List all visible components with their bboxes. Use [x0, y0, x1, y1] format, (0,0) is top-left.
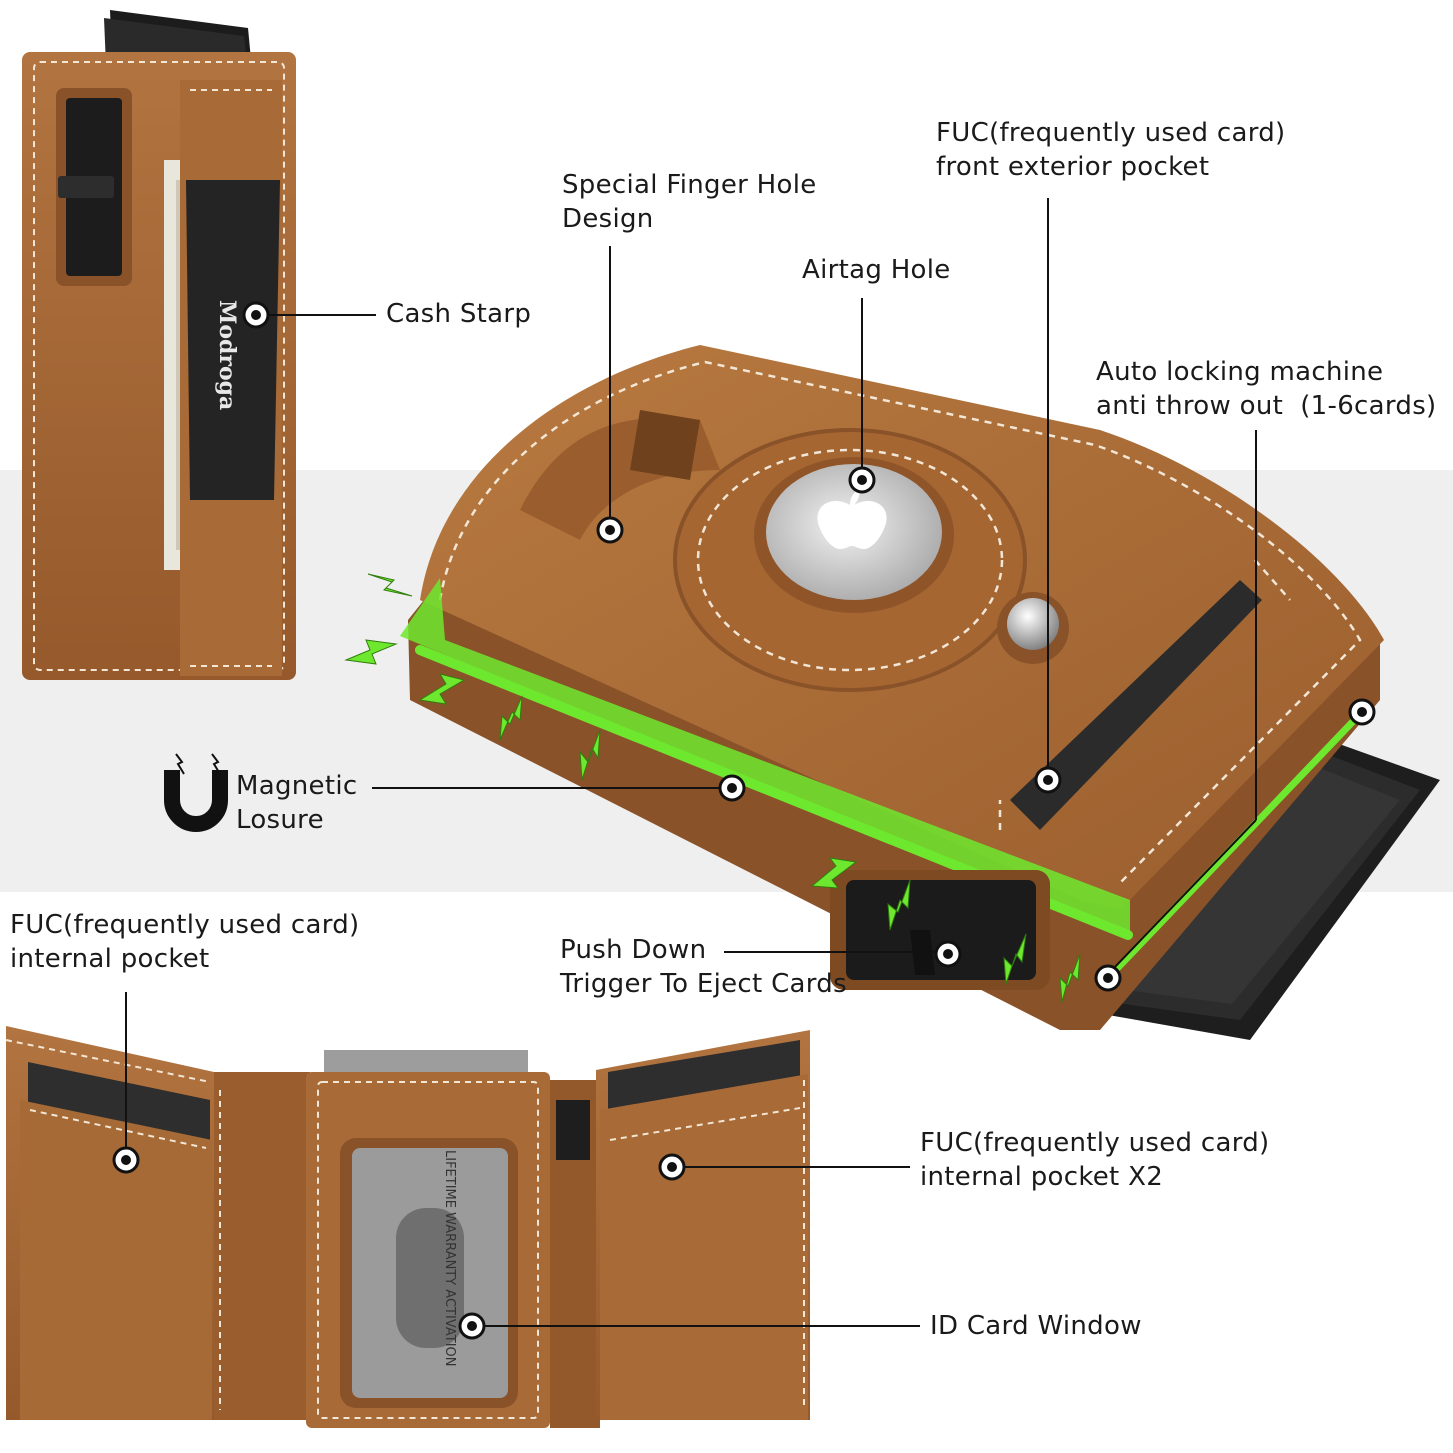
leader-lines — [125, 198, 1257, 1327]
label-auto-lock: Auto locking machine anti throw out (1-6… — [1096, 357, 1437, 421]
label-internal-pocket: FUC(frequently used card) internal pocke… — [10, 910, 360, 974]
lightning-icon-group — [344, 573, 1081, 1003]
callout-dot-icon — [658, 1153, 686, 1181]
lightning-icon — [499, 695, 523, 741]
magnet-icon — [164, 753, 228, 832]
brand-text: Modroga — [214, 300, 240, 410]
card-print-text: LIFETIME WARRANTY ACTIVATION — [442, 1150, 457, 1367]
wallet-back-view: Modroga — [22, 10, 296, 680]
callout-dot-icon — [718, 774, 746, 802]
lightning-icon — [1059, 953, 1081, 1003]
lightning-icon — [344, 639, 398, 665]
label-airtag-hole: Airtag Hole — [802, 255, 951, 285]
callout-dot-icon — [112, 1146, 140, 1174]
label-magnetic: Magnetic Losure — [236, 771, 358, 835]
label-finger-hole: Special Finger Hole Design — [562, 170, 817, 234]
callout-dot-icon — [242, 301, 270, 329]
lightning-icon — [579, 729, 601, 781]
lightning-icon — [1003, 933, 1027, 985]
lightning-icon — [810, 857, 858, 889]
callout-dot-icon — [458, 1312, 486, 1340]
label-internal-x2: FUC(frequently used card) internal pocke… — [920, 1128, 1270, 1192]
wallet-front-view — [400, 345, 1440, 1040]
label-push-down: Push Down Trigger To Eject Cards — [560, 935, 847, 999]
callout-dots — [112, 301, 1376, 1340]
lightning-icon — [887, 879, 911, 931]
lightning-icon — [367, 573, 413, 597]
apple-logo-icon — [817, 489, 887, 549]
callout-dot-icon — [1094, 964, 1122, 992]
lightning-icon — [418, 673, 466, 705]
label-cash-strap: Cash Starp — [386, 299, 532, 329]
callout-dot-icon — [1348, 698, 1376, 726]
wallet-open-view: LIFETIME WARRANTY ACTIVATION — [5, 1026, 810, 1428]
callout-dot-icon — [848, 466, 876, 494]
snap-button-icon — [1007, 598, 1059, 650]
label-front-pocket: FUC(frequently used card) front exterior… — [936, 118, 1286, 182]
callout-dot-icon — [596, 516, 624, 544]
callout-dot-icon — [934, 940, 962, 968]
label-id-window: ID Card Window — [930, 1311, 1142, 1341]
callout-dot-icon — [1034, 766, 1062, 794]
